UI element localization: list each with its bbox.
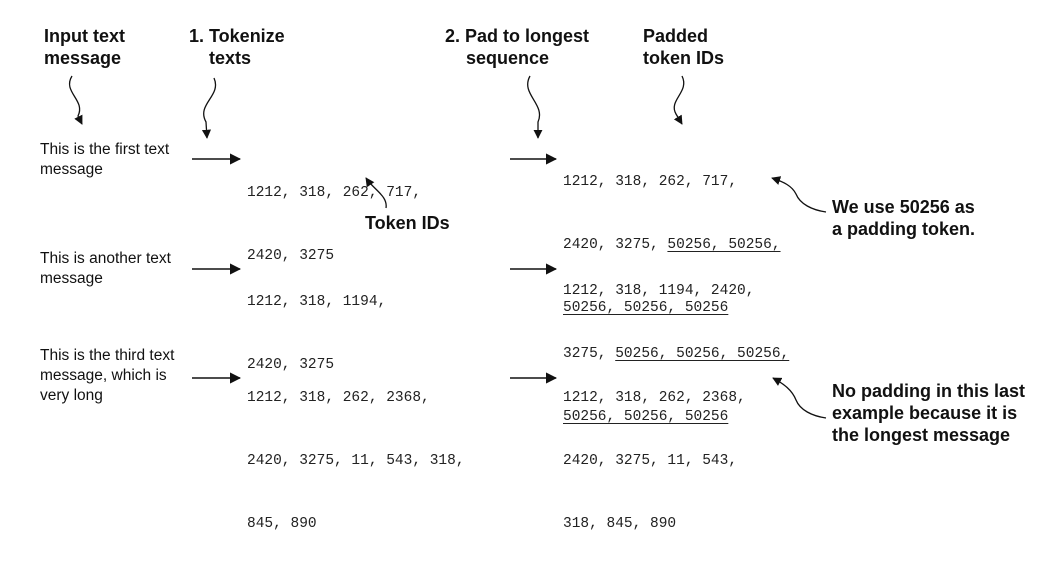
padding-tokens: 50256, 50256, 50256 bbox=[563, 409, 729, 425]
padded-line: 1212, 318, 262, 717, bbox=[563, 174, 738, 190]
token-ids-row-2: 1212, 318, 1194, 2420, 3275 bbox=[247, 250, 386, 418]
label-line: message bbox=[44, 48, 122, 68]
padding-tokens: 50256, 50256, 50256 bbox=[563, 300, 729, 316]
padding-tokens: 50256, 50256, bbox=[667, 237, 781, 253]
padded-ids-row-2: 1212, 318, 1194, 2420, 3275, 50256, 5025… bbox=[563, 239, 789, 470]
pad-to-longest-label: 2. Pad to longest sequence bbox=[445, 25, 589, 69]
input-callout-arrow bbox=[69, 75, 83, 125]
message-row-2: This is another text message bbox=[40, 249, 171, 289]
label-line: Padded bbox=[643, 26, 709, 46]
label-line: 2. Pad to longest bbox=[445, 26, 590, 46]
padded-line: 50256, 50256, 50256 bbox=[563, 298, 781, 319]
label-line: 1. Tokenize bbox=[189, 26, 285, 46]
label-line: the longest message bbox=[832, 425, 1011, 445]
padded-line: 3275, 50256, 50256, 50256, bbox=[563, 346, 790, 362]
token-ids-label: Token IDs bbox=[365, 213, 450, 233]
label-line: a padding token. bbox=[832, 219, 976, 239]
pad-callout-arrow bbox=[527, 75, 543, 139]
tokenize-texts-label: 1. Tokenize texts bbox=[189, 25, 285, 69]
diagram-canvas: Input text message 1. Tokenize texts 2. … bbox=[40, 25, 1025, 532]
token-ids-callout-arrow bbox=[365, 177, 387, 209]
padded-line: 50256, 50256, 50256 bbox=[563, 407, 789, 428]
message-line: message bbox=[40, 270, 103, 287]
label-line: We use 50256 as bbox=[832, 197, 975, 217]
message-line: message, which is bbox=[40, 367, 167, 384]
arrows-layer bbox=[69, 75, 827, 419]
tokenize-callout-arrow bbox=[201, 77, 217, 139]
padded-ids-callout-arrow bbox=[673, 75, 685, 125]
padded-line: 2420, 3275, 50256, 50256, bbox=[563, 237, 781, 253]
message-row-3: This is the third text message, which is… bbox=[40, 346, 174, 406]
padded-line: 1212, 318, 1194, 2420, bbox=[563, 283, 755, 299]
label-line: example because it is bbox=[832, 403, 1018, 423]
padded-line: 1212, 318, 262, 2368, bbox=[563, 390, 746, 406]
label-line: No padding in this last bbox=[832, 381, 1025, 401]
padding-token-note: We use 50256 as a padding token. bbox=[832, 196, 975, 240]
padded-ids-row-1: 1212, 318, 262, 717, 2420, 3275, 50256, … bbox=[563, 130, 781, 361]
token-line: 2420, 3275 bbox=[247, 248, 335, 264]
padded-token-ids-label: Padded token IDs bbox=[643, 25, 724, 69]
message-line: This is the first text bbox=[40, 141, 170, 158]
token-line: 2420, 3275 bbox=[247, 357, 335, 373]
label-line: Input text bbox=[44, 26, 125, 46]
padding-token-callout-arrow bbox=[771, 176, 827, 213]
token-line: 1212, 318, 262, 2368, bbox=[247, 390, 430, 406]
label-line: token IDs bbox=[643, 48, 725, 68]
label-line: sequence bbox=[466, 48, 550, 68]
message-line: message bbox=[40, 161, 103, 178]
message-line: This is the third text bbox=[40, 347, 175, 364]
token-line: 1212, 318, 262, 717, bbox=[247, 185, 422, 201]
token-ids-row-1: 1212, 318, 262, 717, 2420, 3275 bbox=[247, 141, 421, 309]
message-line: This is another text bbox=[40, 250, 171, 267]
padding-tokens: 50256, 50256, 50256, bbox=[615, 346, 790, 362]
no-padding-callout-arrow bbox=[772, 377, 827, 419]
token-line: 1212, 318, 1194, bbox=[247, 294, 387, 310]
padded-line: 318, 845, 890 bbox=[563, 516, 677, 532]
message-row-1: This is the first text message bbox=[40, 140, 169, 180]
no-padding-note: No padding in this last example because … bbox=[832, 380, 1025, 446]
input-text-message-label: Input text message bbox=[44, 25, 125, 69]
message-line: very long bbox=[40, 387, 103, 404]
token-line: 845, 890 bbox=[247, 516, 317, 532]
label-line: texts bbox=[209, 48, 252, 68]
